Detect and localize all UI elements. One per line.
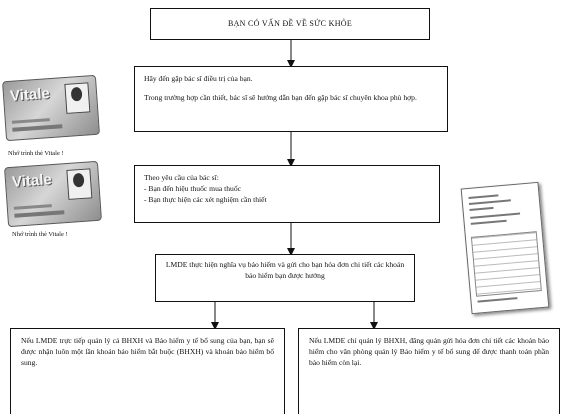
lmde-only-bhxh-box: Nếu LMDE chỉ quản lý BHXH, đăng quản gửi… bbox=[298, 328, 560, 414]
health-problem-box: BẠN CÓ VẤN ĐỀ VỀ SỨC KHỎE bbox=[150, 8, 430, 40]
card-photo bbox=[64, 82, 91, 114]
prescription-item-tests: - Bạn thực hiện các xét nghiệm cần thiết bbox=[144, 195, 267, 204]
vitale-brand: Vitale bbox=[9, 85, 51, 105]
see-doctor-line1: Hãy đến gặp bác sĩ điều trị của bạn. bbox=[144, 74, 253, 83]
vitale-brand: Vitale bbox=[11, 171, 53, 191]
vitale-card-image: Vitale bbox=[2, 74, 100, 142]
lmde-both-text: Nếu LMDE trực tiếp quản lý cả BHXH và Bả… bbox=[21, 336, 274, 367]
prescription-intro: Theo yêu cầu của bác sĩ: bbox=[144, 173, 219, 182]
card-photo bbox=[66, 168, 93, 200]
lmde-text: LMDE thực hiện nghĩa vụ bảo hiểm và gửi … bbox=[165, 260, 405, 280]
health-problem-text: BẠN CÓ VẤN ĐỀ VỀ SỨC KHỎE bbox=[227, 19, 353, 29]
vitale-caption: Nhớ trình thẻ Vitale ! bbox=[12, 231, 68, 238]
see-doctor-line2: Trong trường hợp cần thiết, bác sĩ sẽ hư… bbox=[144, 93, 417, 102]
invoice-document-image bbox=[460, 181, 550, 315]
lmde-only-bhxh-text: Nếu LMDE chỉ quản lý BHXH, đăng quản gửi… bbox=[309, 336, 549, 367]
vitale-card-image: Vitale bbox=[4, 160, 102, 228]
see-doctor-box: Hãy đến gặp bác sĩ điều trị của bạn. Tro… bbox=[134, 66, 448, 132]
prescription-item-pharmacy: - Bạn đến hiệu thuốc mua thuốc bbox=[144, 184, 242, 193]
vitale-caption: Nhớ trình thẻ Vitale ! bbox=[8, 150, 64, 157]
lmde-both-box: Nếu LMDE trực tiếp quản lý cả BHXH và Bả… bbox=[10, 328, 285, 414]
lmde-box: LMDE thực hiện nghĩa vụ bảo hiểm và gửi … bbox=[155, 254, 415, 302]
prescription-box: Theo yêu cầu của bác sĩ: - Bạn đến hiệu … bbox=[134, 165, 440, 223]
